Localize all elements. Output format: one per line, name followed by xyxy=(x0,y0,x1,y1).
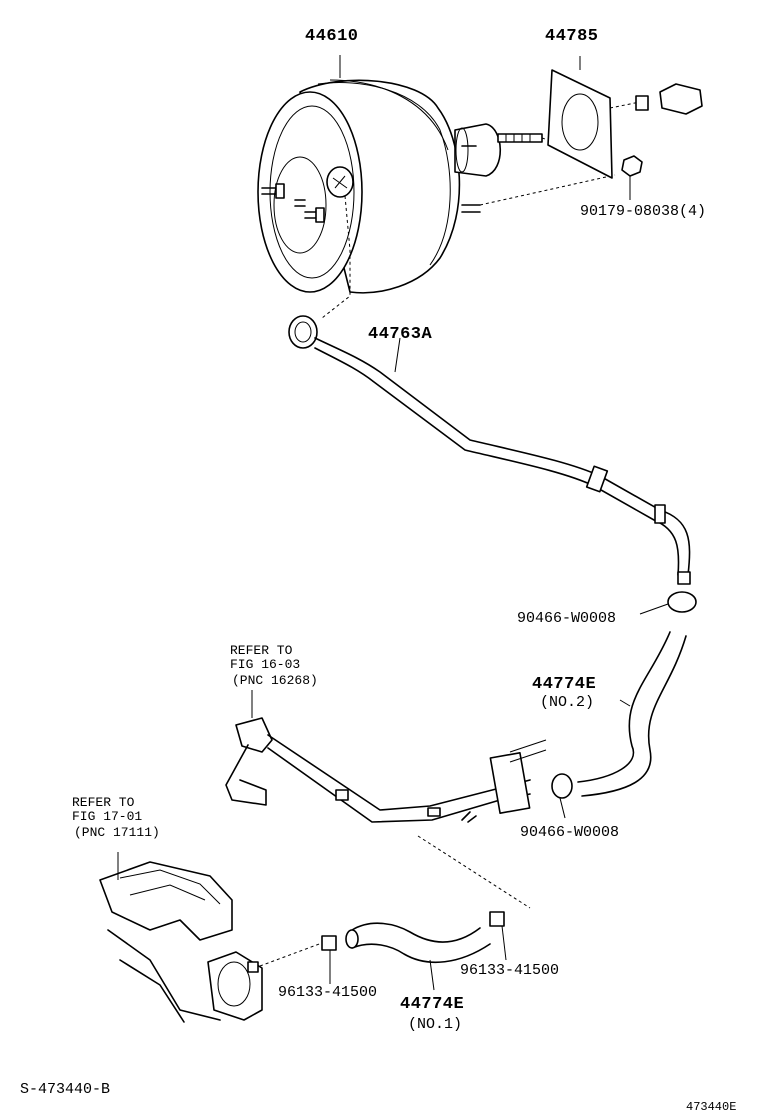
hose-no2-drawing xyxy=(577,631,687,797)
label-booster: 44610 xyxy=(305,27,359,46)
label-hose-no2: 44774E xyxy=(532,675,596,694)
label-hose-no1-sub: (NO.1) xyxy=(408,1016,462,1033)
ref-fuel-line2: FIG 16-03 xyxy=(230,657,300,672)
footer-left-code: S-473440-B xyxy=(20,1081,110,1098)
label-hose-no1: 44774E xyxy=(400,995,464,1014)
label-nut: 90179-08038(4) xyxy=(580,203,706,220)
ref-intake-line3: (PNC 17111) xyxy=(74,825,160,840)
ref-fuel-line3: (PNC 16268) xyxy=(232,673,318,688)
label-hose-no2-sub: (NO.2) xyxy=(540,694,594,711)
footer-right-code: 473440E xyxy=(686,1100,736,1112)
ref-intake-line1: REFER TO xyxy=(72,795,135,810)
brake-booster-drawing xyxy=(257,55,616,319)
vacuum-pipe-drawing xyxy=(288,315,691,585)
label-vacuum-pipe: 44763A xyxy=(368,325,433,344)
hose-no1-drawing xyxy=(321,911,507,991)
label-clamp-right: 96133-41500 xyxy=(460,962,559,979)
gasket-drawing xyxy=(541,56,703,200)
label-clamp-left: 96133-41500 xyxy=(278,984,377,1001)
clip-upper-drawing xyxy=(639,591,697,615)
label-clip-middle: 90466-W0008 xyxy=(520,824,619,841)
intake-manifold-drawing xyxy=(99,852,331,1023)
fuel-pipe-drawing xyxy=(225,690,547,909)
ref-intake-line2: FIG 17-01 xyxy=(72,809,142,824)
label-gasket: 44785 xyxy=(545,27,599,46)
clip-middle-drawing xyxy=(551,773,573,819)
label-clip-upper: 90466-W0008 xyxy=(517,610,616,627)
ref-fuel-line1: REFER TO xyxy=(230,643,293,658)
